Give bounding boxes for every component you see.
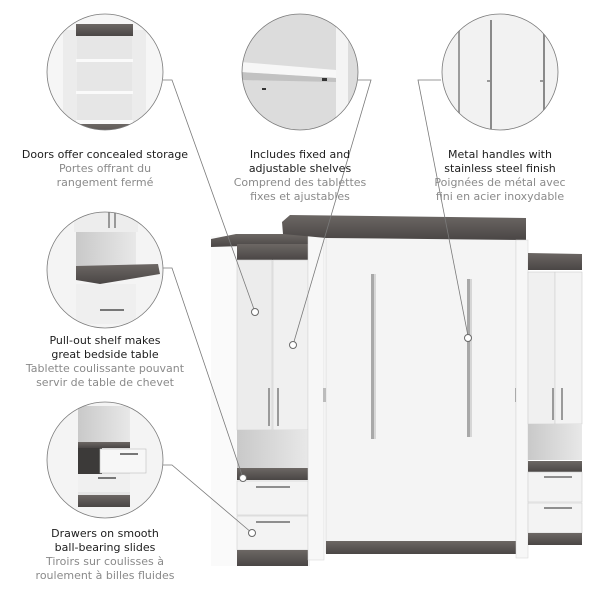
- callout-dots: [239, 308, 472, 537]
- detail-circle-drawers: [46, 401, 164, 519]
- detail-circle-shelves: [241, 13, 359, 131]
- detail-circle-handles: [441, 13, 559, 131]
- caption-fr: fixes et ajustables: [250, 190, 350, 203]
- caption-fr: Tiroirs sur coulisses à: [45, 555, 165, 568]
- caption-en: adjustable shelves: [248, 162, 352, 175]
- callout-dot-pullout: [239, 474, 247, 482]
- callout-dot-handles: [464, 334, 472, 342]
- callout-dot-shelves: [289, 341, 297, 349]
- caption-en: stainless steel finish: [444, 162, 556, 175]
- caption-fr: rangement fermé: [56, 176, 154, 189]
- callout-lines: [163, 79, 469, 534]
- caption-en: Drawers on smooth: [51, 527, 159, 540]
- bed-cabinet: [282, 215, 529, 561]
- callout-dot-doors: [251, 308, 259, 316]
- detail-circle-pullout: [46, 211, 164, 329]
- caption-en: ball-bearing slides: [54, 541, 156, 554]
- callout-dot-drawers: [248, 529, 256, 537]
- caption-fr: Comprend des tablettes: [233, 176, 367, 189]
- caption-fr: fini en acier inoxydable: [435, 190, 565, 203]
- caption-pullout: Pull-out shelf makes great bedside table…: [5, 334, 205, 390]
- caption-fr: roulement à billes fluides: [35, 569, 175, 582]
- caption-doors: Doors offer concealed storage Portes off…: [10, 148, 200, 190]
- caption-en: Pull-out shelf makes: [49, 334, 161, 347]
- detail-circle-doors: [46, 13, 164, 131]
- caption-shelves: Includes fixed and adjustable shelves Co…: [210, 148, 390, 204]
- caption-en: great bedside table: [51, 348, 159, 361]
- caption-handles: Metal handles with stainless steel finis…: [410, 148, 590, 204]
- caption-en: Metal handles with: [448, 148, 552, 161]
- caption-fr: Poignées de métal avec: [434, 176, 566, 189]
- caption-fr: servir de table de chevet: [36, 376, 174, 389]
- caption-en: Includes fixed and: [249, 148, 351, 161]
- murphy-bed-unit: [211, 215, 583, 566]
- caption-fr: Tablette coulissante pouvant: [25, 362, 185, 375]
- right-storage-tower: [527, 253, 583, 545]
- left-storage-tower: [211, 234, 310, 566]
- caption-fr: Portes offrant du: [58, 162, 152, 175]
- caption-en: Doors offer concealed storage: [21, 148, 189, 161]
- caption-drawers: Drawers on smooth ball-bearing slides Ti…: [5, 527, 205, 583]
